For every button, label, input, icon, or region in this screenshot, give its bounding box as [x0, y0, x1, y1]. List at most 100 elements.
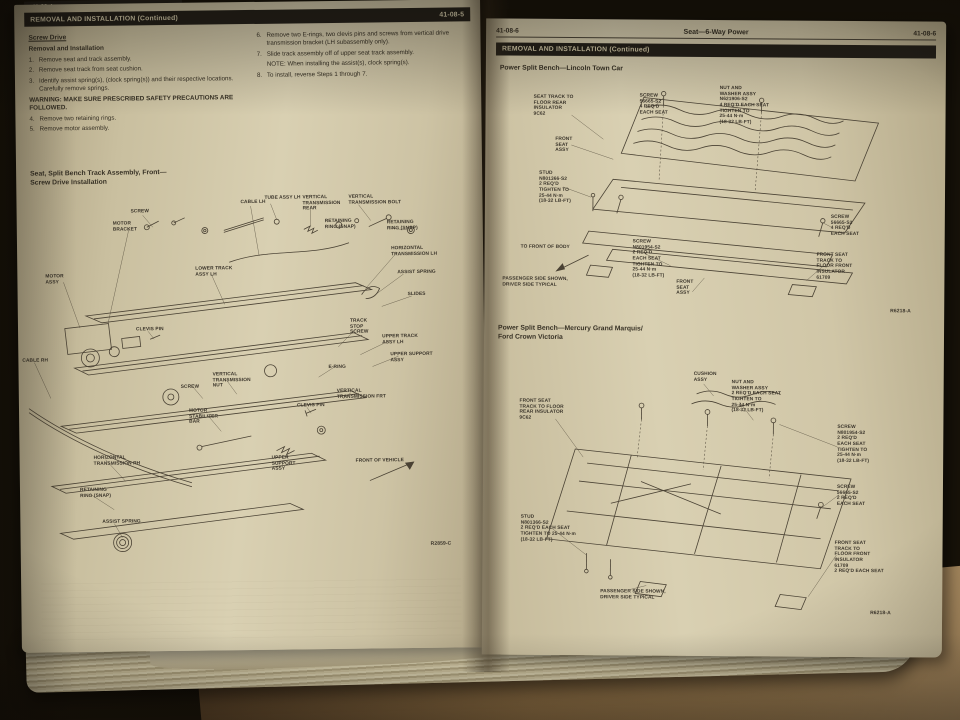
- figure-label: RETAINING RING (SNAP): [79, 487, 112, 499]
- figure-label: SCREW: [130, 209, 149, 215]
- step-number: 2.: [28, 67, 35, 75]
- figure-label: SCREW 56665-S2 4 REQ'D EACH SEAT: [830, 214, 860, 237]
- left-header-title: REMOVAL AND INSTALLATION (Continued): [30, 14, 178, 24]
- step-number: 5.: [29, 126, 35, 134]
- procedure-step: 4. Remove two retaining rings.: [29, 113, 239, 124]
- procedure-step: 3.Identify assist spring(s), (clock spri…: [29, 75, 239, 94]
- figure-label: E-RING: [328, 364, 346, 371]
- section-heading: Screw Drive: [28, 34, 67, 42]
- step-text: Remove motor assembly.: [39, 125, 110, 133]
- figure-title-mercury-ford: Power Split Bench—Mercury Grand Marquis/…: [497, 324, 643, 341]
- figure-label: RETAINING RING (SNAP): [324, 218, 356, 230]
- procedure-step: 2.Remove seat track from seat cushion.: [29, 65, 239, 76]
- procedure-step: 6. Remove two E-rings, two clevis pins an…: [256, 29, 466, 48]
- right-page: 41-08-6 Seat—6-Way Power 41-08-6 REMOVAL…: [481, 18, 947, 658]
- figure-label: CLEVIS PIN: [296, 403, 325, 409]
- procedure-column-2: 6. Remove two E-rings, two clevis pins an…: [256, 29, 467, 134]
- figure-label: NUT AND WASHER ASSY N621906-S2 4 REQ'D E…: [719, 86, 770, 126]
- right-header-title: REMOVAL AND INSTALLATION (Continued): [501, 45, 650, 54]
- figure-label: MOTOR BRACKET: [112, 221, 137, 233]
- step-text: Remove seat track from seat cushion.: [38, 65, 143, 75]
- exploded-diagram-seat-track: SCREW MOTOR BRACKET CABLE LH TUBE ASSY L…: [18, 193, 485, 579]
- figure-ref-code: R2859-C: [430, 540, 452, 547]
- right-page-header-bar: REMOVAL AND INSTALLATION (Continued): [495, 42, 937, 59]
- page-number-right: 41-08-6: [913, 29, 937, 38]
- figure-ref-code: R6218-A: [890, 308, 911, 315]
- step-number: 7.: [256, 50, 262, 58]
- figure-label: UPPER TRACK ASSY LH: [382, 333, 418, 346]
- figure-label: UPPER SUPPORT ASSY: [271, 455, 296, 473]
- right-page-header-row: 41-08-6 Seat—6-Way Power 41-08-6: [496, 24, 937, 41]
- figure-label: LOWER TRACK ASSY LH: [195, 266, 233, 278]
- figure-label: TRACK STOP SCREW: [349, 318, 369, 336]
- page-bleedthrough: [41, 577, 462, 641]
- figure-label: FRONT SEAT ASSY: [555, 136, 573, 154]
- diagram-power-split-bench-lincoln: SCREW 56665-S2 4 REQ'D EACH SEAT NUT AND…: [492, 78, 938, 326]
- diagram-power-split-bench-mercury: CUSHION ASSY NUT AND WASHER ASSY 2 REQ'D…: [490, 352, 936, 635]
- figure-label: SCREW N801954-S2 2 REQ'D EACH SEAT TIGHT…: [837, 424, 870, 465]
- figure-label: ASSIST SPRING: [102, 519, 141, 525]
- figure-label: VERTICAL TRANSMISSION BOLT: [348, 194, 402, 206]
- figure-label: FRONT SEAT ASSY: [676, 279, 694, 297]
- left-page-header-bar: REMOVAL AND INSTALLATION (Continued) 41-…: [24, 7, 471, 27]
- figure-label: SCREW 56665-S2 4 REQ'D EACH SEAT: [639, 93, 668, 116]
- figure-label: CLEVIS PIN: [136, 327, 164, 333]
- step-text: Remove seat and track assembly.: [38, 55, 132, 64]
- figure-label: FRONT SEAT TRACK TO FLOOR FRONT INSULATO…: [834, 540, 884, 575]
- figure-label: SCREW: [180, 384, 200, 390]
- procedure-step: 1. Remove seat and track assembly.: [29, 54, 239, 65]
- page-number-left: 41-08-6: [496, 26, 519, 35]
- subsection-heading: Removal and Installation: [28, 44, 104, 53]
- note-text: NOTE: When installing the assist(s), clo…: [266, 59, 410, 68]
- figure-title-lincoln: Power Split Bench—Lincoln Town Car: [499, 64, 623, 73]
- left-header-page-number: 41-08-5: [439, 10, 465, 19]
- figure-label: ASSIST SPRING: [397, 269, 436, 276]
- figure-label: STUD N801366-S2 2 REQ'D EACH SEAT TIGHTE…: [520, 514, 576, 543]
- mercury-seat-line-art: [546, 383, 852, 611]
- figure-label: PASSENGER SIDE SHOWN, DRIVER SIDE TYPICA…: [600, 589, 666, 601]
- figure-label: MOTOR STABILIZER BAR: [189, 408, 219, 426]
- figure-label: HORIZONTAL TRANSMISSION RH: [93, 455, 141, 467]
- figure-label: FRONT SEAT TRACK TO FLOOR FRONT INSULATO…: [816, 252, 853, 281]
- step-number: 1.: [28, 56, 34, 64]
- step-number: 8.: [256, 72, 263, 80]
- figure-title-seat-track: Seat, Split Bench Track Assembly, Front—…: [30, 169, 167, 187]
- procedure-step: 5. Remove motor assembly.: [30, 124, 240, 135]
- figure-ref-code: R6218-A: [870, 610, 891, 617]
- step-text: Remove two E-rings, two clevis pins and …: [266, 29, 450, 47]
- step-number: 6.: [256, 31, 262, 39]
- step-text: Identify assist spring(s), (clock spring…: [38, 75, 234, 93]
- procedure-step: 8.To install, reverse Steps 1 through 7.: [257, 70, 467, 81]
- figure-label: CABLE RH: [22, 358, 49, 364]
- figure-label: HORIZONTAL TRANSMISSION LH: [391, 245, 438, 257]
- figure-label: CUSHION ASSY: [693, 371, 717, 383]
- figure-label: PASSENGER SIDE SHOWN, DRIVER SIDE TYPICA…: [502, 276, 568, 288]
- procedure-text-columns: Screw Drive Removal and Installation 1. R…: [28, 29, 467, 136]
- section-title: Seat—6-Way Power: [683, 28, 749, 36]
- procedure-step: 7. Slide track assembly off of upper seat…: [257, 48, 467, 59]
- figure-label: UPPER SUPPORT ASSY: [390, 351, 433, 363]
- figure-label: STUD N801366-S2 2 REQ'D TIGHTEN TO 25-44…: [538, 170, 571, 205]
- left-page: REMOVAL AND INSTALLATION (Continued) 41-…: [14, 0, 488, 653]
- step-number: 3.: [28, 77, 35, 85]
- figure-label-front-of-body: TO FRONT OF BODY: [520, 244, 570, 250]
- step-text: Slide track assembly off of upper seat t…: [266, 48, 415, 58]
- figure-label: NUT AND WASHER ASSY 2 REQ'D EACH SEAT TI…: [731, 380, 782, 414]
- step-text: To install, reverse Steps 1 through 7.: [266, 70, 368, 80]
- figure-label: SCREW 56665-S2 2 REQ'D EACH SEAT: [836, 484, 866, 508]
- figure-label: VERTICAL TRANSMISSION NUT: [212, 372, 251, 389]
- step-text: Remove two retaining rings.: [39, 114, 117, 123]
- figure-label: VERTICAL TRANSMISSION FRT: [336, 388, 386, 400]
- procedure-column-1: Screw Drive Removal and Installation 1. R…: [28, 32, 239, 137]
- warning-text: WARNING: MAKE SURE PRESCRIBED SAFETY PRE…: [29, 94, 234, 112]
- figure-label: SEAT TRACK TO FLOOR REAR INSULATOR 9C62: [533, 94, 574, 117]
- figure-label: SLIDES: [407, 291, 426, 298]
- figure-label: RETAINING RING (SNAP): [386, 220, 418, 231]
- figure-label: TUBE ASSY LH: [264, 195, 301, 201]
- figure-label: SCREW N801954-S2 2 REQ'D EACH SEAT TIGHT…: [632, 239, 665, 279]
- step-number: 4.: [29, 115, 35, 123]
- figure-label: FRONT SEAT TRACK TO FLOOR REAR INSULATOR…: [519, 398, 564, 421]
- figure-label: VERTICAL TRANSMISSION REAR: [302, 195, 341, 212]
- figure-label-front-of-vehicle: FRONT OF VEHICLE: [355, 458, 404, 464]
